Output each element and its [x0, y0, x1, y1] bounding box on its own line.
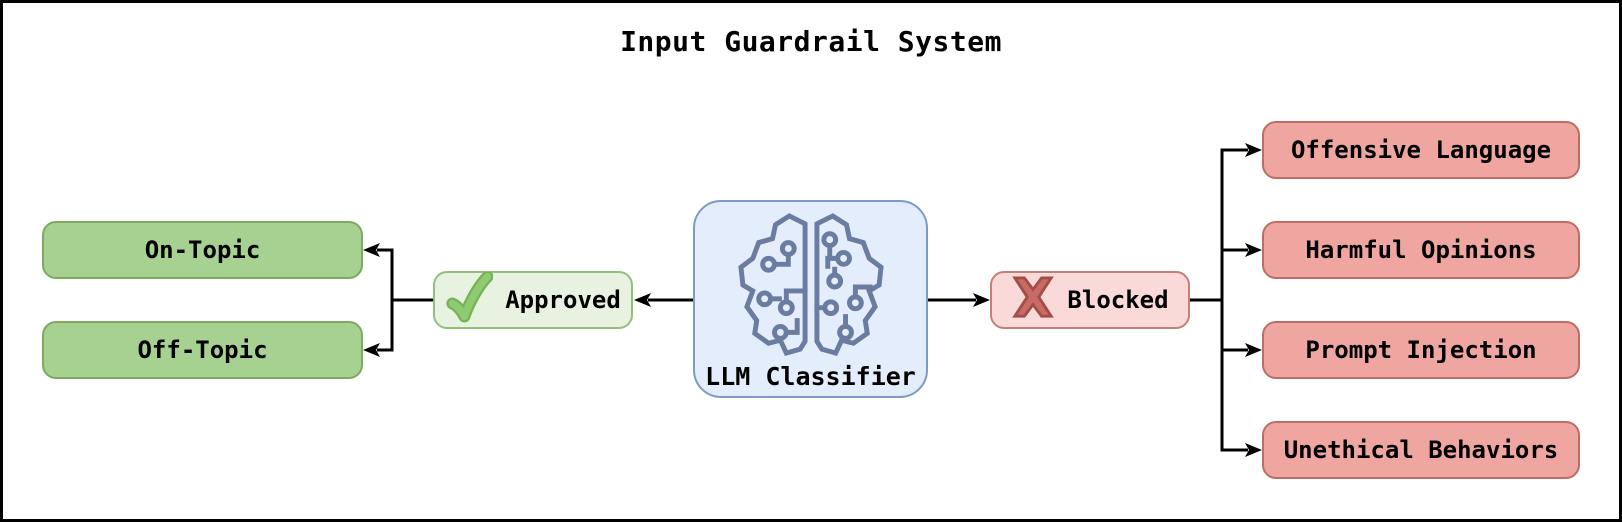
node-label: Off-Topic [137, 336, 268, 364]
arrowhead-icon [634, 293, 651, 307]
node-label: Approved [505, 286, 621, 314]
arrowhead-icon [973, 293, 990, 307]
arrowhead-icon [1245, 443, 1262, 457]
node-harmful-opinions: Harmful Opinions [1262, 221, 1580, 279]
connector-layer [363, 143, 1262, 457]
arrowhead-icon [1245, 343, 1262, 357]
node-llm-classifier: LLM Classifier [693, 200, 928, 398]
check-icon [446, 272, 494, 323]
node-label: Unethical Behaviors [1283, 436, 1559, 464]
node-label: Blocked [1067, 286, 1169, 314]
node-on-topic: On-Topic [42, 221, 363, 279]
node-label: On-Topic [144, 236, 261, 264]
node-offensive-language: Offensive Language [1262, 121, 1580, 179]
x-icon [1012, 276, 1055, 318]
node-label: LLM Classifier [705, 362, 916, 391]
diagram-title: Input Guardrail System [620, 25, 1002, 58]
node-approved: Approved [433, 271, 633, 329]
arrowhead-icon [1245, 143, 1262, 157]
node-label: Harmful Opinions [1305, 236, 1537, 264]
arrowhead-icon [363, 343, 380, 357]
node-unethical-behaviors: Unethical Behaviors [1262, 421, 1580, 479]
brain-circuit-icon [737, 213, 884, 357]
node-label: Offensive Language [1290, 136, 1552, 164]
node-label: Prompt Injection [1305, 336, 1537, 364]
arrowhead-icon [1245, 243, 1262, 257]
node-blocked: Blocked [990, 271, 1190, 329]
arrowhead-icon [363, 243, 380, 257]
node-off-topic: Off-Topic [42, 321, 363, 379]
node-prompt-injection: Prompt Injection [1262, 321, 1580, 379]
